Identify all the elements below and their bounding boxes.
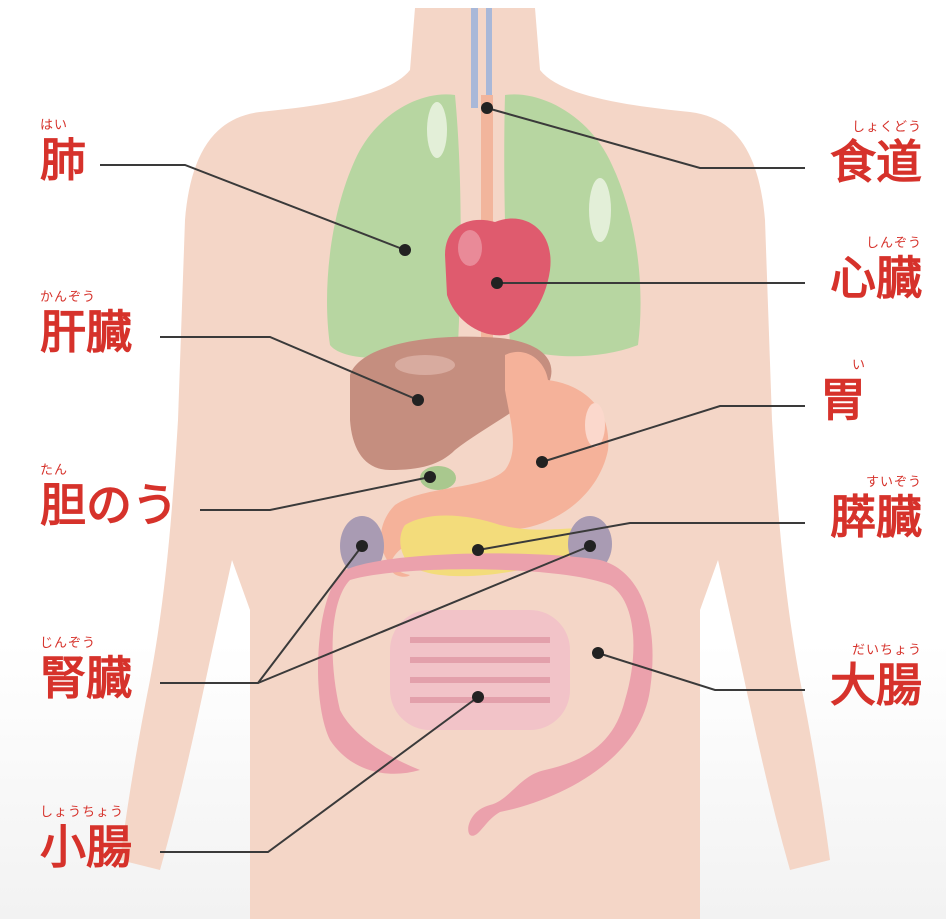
- label-kidney: じんぞう 腎臓: [40, 636, 132, 704]
- label-heart: しんぞう 心臓: [830, 236, 922, 304]
- label-pancreas-ruby: すいぞう: [830, 475, 922, 491]
- label-esophagus: しょくどう 食道: [830, 120, 922, 188]
- label-large-intestine-ruby: だいちょう: [830, 643, 922, 659]
- label-liver-ruby: かんぞう: [40, 290, 132, 306]
- label-small-intestine-ruby: しょうちょう: [40, 805, 132, 821]
- label-esophagus-text: 食道: [830, 136, 922, 188]
- label-large-intestine-text: 大腸: [830, 659, 922, 711]
- label-lung-text: 肺: [40, 134, 86, 186]
- label-large-intestine: だいちょう 大腸: [830, 643, 922, 711]
- body-silhouette: [120, 8, 830, 919]
- label-lung-ruby: はい: [40, 118, 86, 134]
- label-esophagus-ruby: しょくどう: [830, 120, 922, 136]
- small-intestine: [390, 610, 570, 730]
- label-kidney-text: 腎臓: [40, 652, 132, 704]
- label-stomach-ruby: い: [820, 358, 866, 374]
- label-small-intestine: しょうちょう 小腸: [40, 805, 132, 873]
- label-gallbladder-ruby: たん: [40, 463, 178, 479]
- label-heart-ruby: しんぞう: [830, 236, 922, 252]
- label-liver: かんぞう 肝臓: [40, 290, 132, 358]
- label-gallbladder: たん 胆のう: [40, 463, 178, 531]
- label-gallbladder-text: 胆のう: [40, 479, 178, 531]
- label-heart-text: 心臓: [830, 252, 922, 304]
- label-lung: はい 肺: [40, 118, 86, 186]
- label-liver-text: 肝臓: [40, 306, 132, 358]
- label-pancreas-text: 膵臓: [830, 491, 922, 543]
- label-small-intestine-text: 小腸: [40, 821, 132, 873]
- label-stomach: い 胃: [820, 358, 866, 426]
- label-pancreas: すいぞう 膵臓: [830, 475, 922, 543]
- label-kidney-ruby: じんぞう: [40, 636, 132, 652]
- label-stomach-text: 胃: [820, 374, 866, 426]
- torso: [120, 8, 830, 919]
